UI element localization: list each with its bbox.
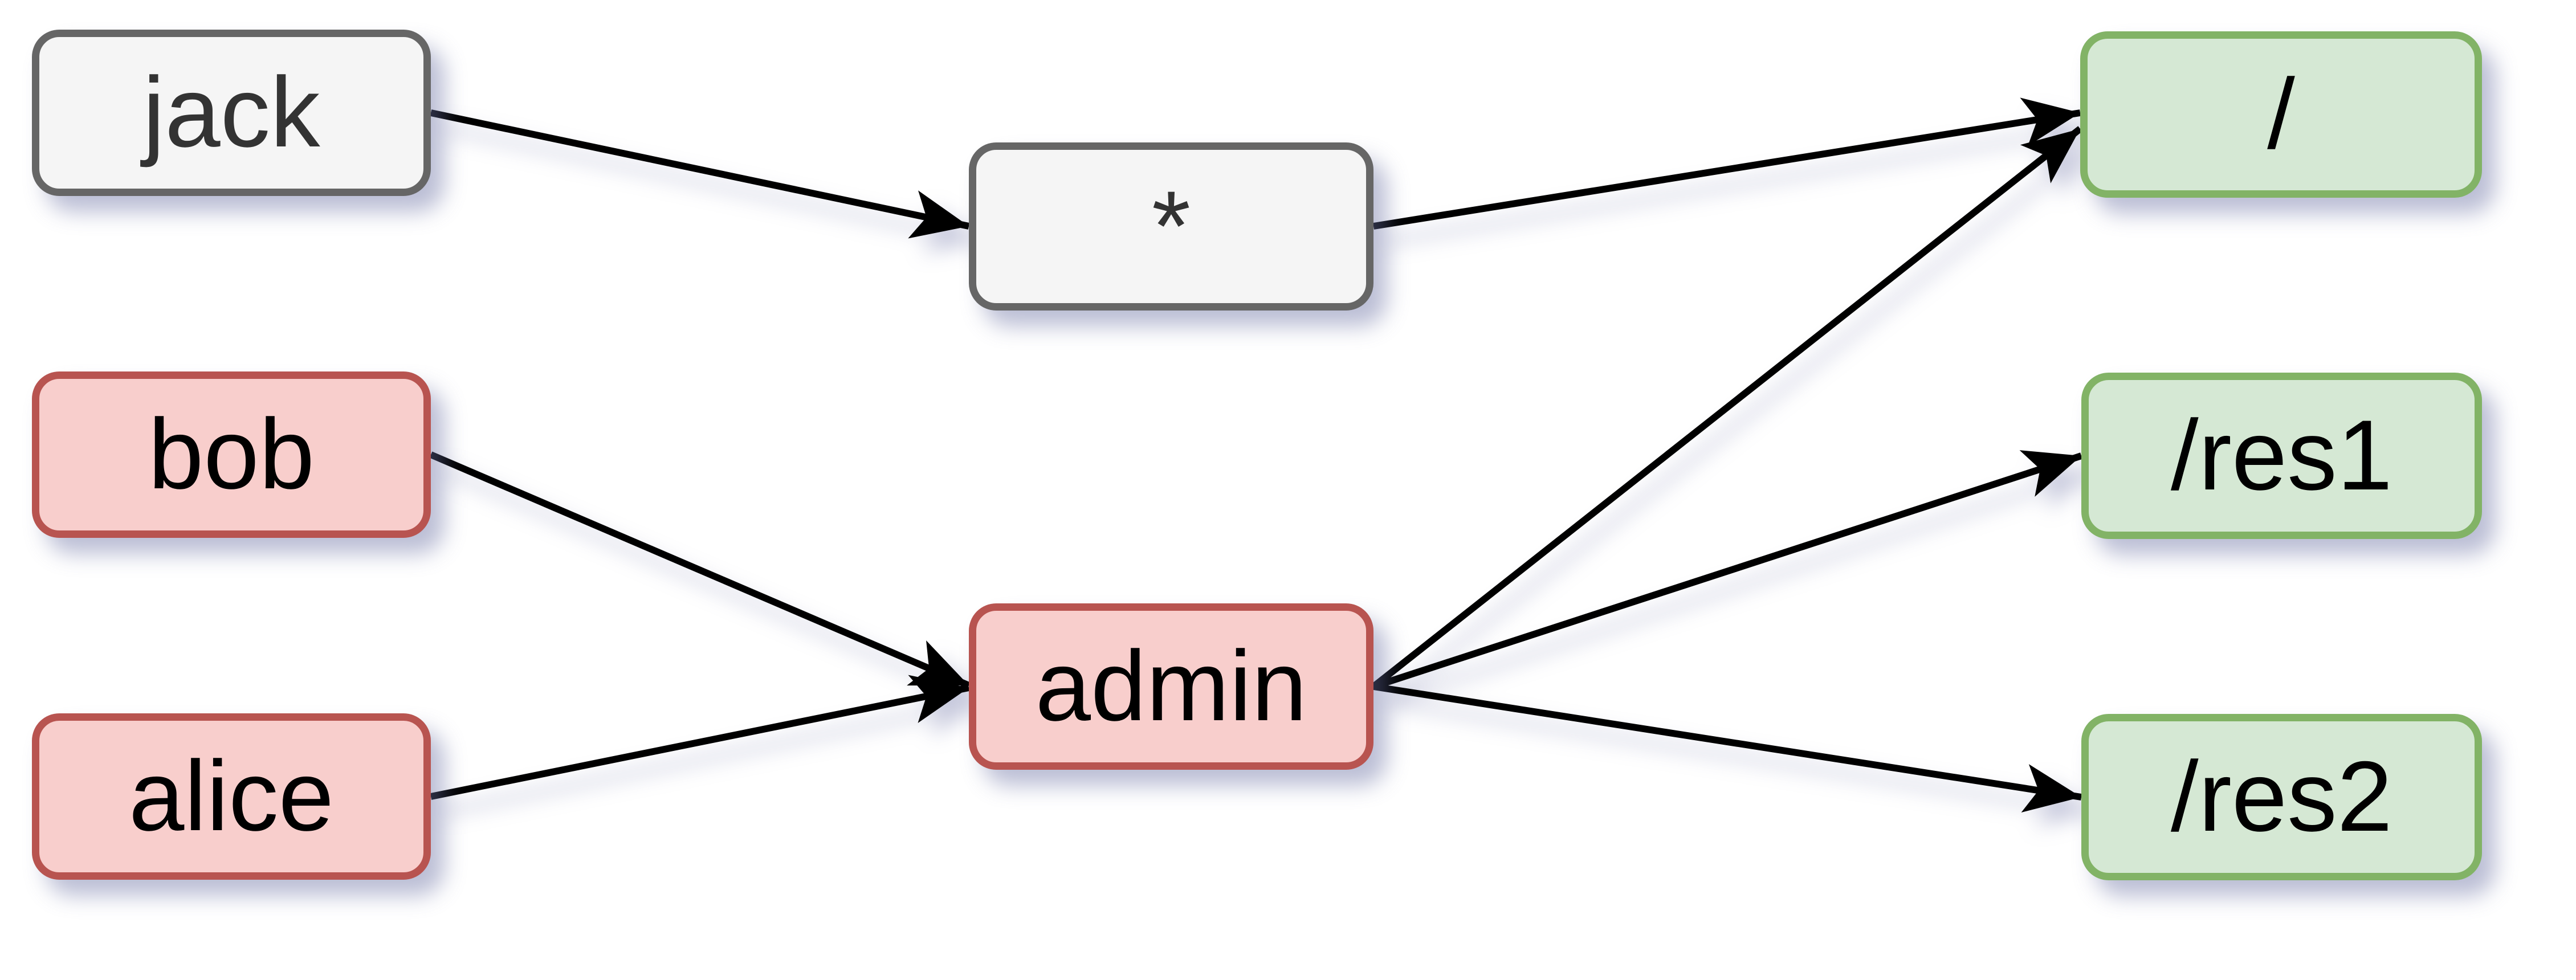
edge-bob-admin bbox=[429, 451, 971, 689]
node-res1: /res1 bbox=[2081, 373, 2482, 539]
edge-alice-admin bbox=[430, 675, 970, 800]
node-admin-label: admin bbox=[1035, 631, 1307, 742]
edge-admin-root bbox=[1371, 126, 2082, 689]
node-bob: bob bbox=[32, 371, 431, 538]
node-bob-label: bob bbox=[148, 399, 315, 511]
edge-jack-star bbox=[430, 109, 970, 239]
edge-admin-res2 bbox=[1373, 683, 2082, 813]
node-jack: jack bbox=[32, 30, 431, 196]
node-star: * bbox=[969, 142, 1373, 311]
node-alice-label: alice bbox=[129, 741, 334, 852]
node-root-label: / bbox=[2267, 59, 2295, 170]
edge-star-root bbox=[1373, 97, 2081, 230]
node-alice: alice bbox=[32, 713, 431, 880]
node-root: / bbox=[2080, 31, 2482, 198]
node-admin: admin bbox=[969, 603, 1373, 770]
node-jack-label: jack bbox=[142, 57, 320, 169]
node-res1-label: /res1 bbox=[2170, 400, 2393, 512]
node-res2: /res2 bbox=[2081, 714, 2482, 880]
node-star-label: * bbox=[1151, 170, 1191, 282]
node-res2-label: /res2 bbox=[2170, 741, 2393, 853]
edge-admin-res1 bbox=[1372, 450, 2082, 690]
